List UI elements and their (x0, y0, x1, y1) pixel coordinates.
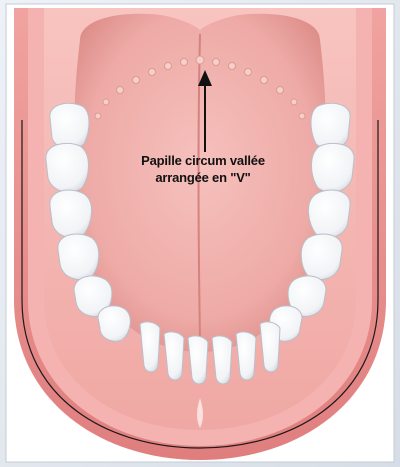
papilla-annotation: Papille circum vallée arrangée en "V" (118, 152, 288, 186)
annotation-line-2: arrangée en "V" (118, 169, 288, 186)
annotation-line-1: Papille circum vallée (118, 152, 288, 169)
